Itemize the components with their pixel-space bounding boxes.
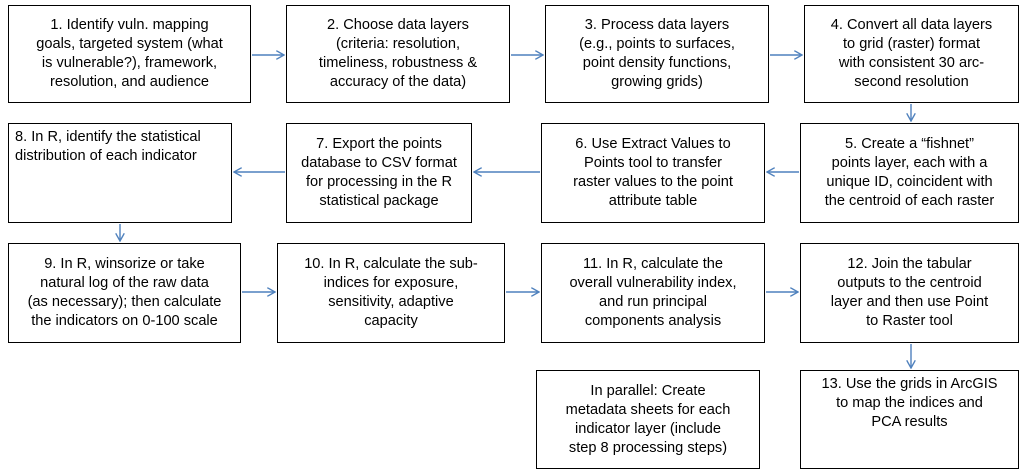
step-12-box: 12. Join the tabular outputs to the cent… xyxy=(800,243,1019,343)
step-9-box: 9. In R, winsorize or take natural log o… xyxy=(8,243,241,343)
step-1-text: 1. Identify vuln. mapping goals, targete… xyxy=(36,17,223,90)
step-9-text: 9. In R, winsorize or take natural log o… xyxy=(27,256,222,329)
step-4-text: 4. Convert all data layers to grid (rast… xyxy=(830,17,993,90)
step-2-text: 2. Choose data layers (criteria: resolut… xyxy=(318,17,478,90)
step-10-text: 10. In R, calculate the sub- indices for… xyxy=(304,256,478,329)
step-12-text: 12. Join the tabular outputs to the cent… xyxy=(830,256,989,329)
step-7-text: 7. Export the points database to CSV for… xyxy=(301,136,457,209)
step-11-box: 11. In R, calculate the overall vulnerab… xyxy=(541,243,765,343)
step-10-box: 10. In R, calculate the sub- indices for… xyxy=(277,243,505,343)
step-3-text: 3. Process data layers (e.g., points to … xyxy=(579,17,735,90)
step-13-text: 13. Use the grids in ArcGIS to map the i… xyxy=(821,376,998,430)
step-1-box: 1. Identify vuln. mapping goals, targete… xyxy=(8,5,251,103)
step-2-box: 2. Choose data layers (criteria: resolut… xyxy=(286,5,510,103)
step-3-box: 3. Process data layers (e.g., points to … xyxy=(545,5,769,103)
step-11-text: 11. In R, calculate the overall vulnerab… xyxy=(569,256,737,329)
step-5-box: 5. Create a “fishnet” points layer, each… xyxy=(800,123,1019,223)
step-6-box: 6. Use Extract Values to Points tool to … xyxy=(541,123,765,223)
parallel-note-text: In parallel: Create metadata sheets for … xyxy=(565,382,731,456)
step-4-box: 4. Convert all data layers to grid (rast… xyxy=(804,5,1019,103)
step-6-text: 6. Use Extract Values to Points tool to … xyxy=(573,136,733,209)
step-8-box: 8. In R, identify the statistical distri… xyxy=(8,123,232,223)
step-13-box: 13. Use the grids in ArcGIS to map the i… xyxy=(800,370,1019,469)
parallel-note-box: In parallel: Create metadata sheets for … xyxy=(536,370,760,469)
step-7-box: 7. Export the points database to CSV for… xyxy=(286,123,472,223)
step-5-text: 5. Create a “fishnet” points layer, each… xyxy=(824,136,995,209)
step-8-text: 8. In R, identify the statistical distri… xyxy=(15,129,201,164)
